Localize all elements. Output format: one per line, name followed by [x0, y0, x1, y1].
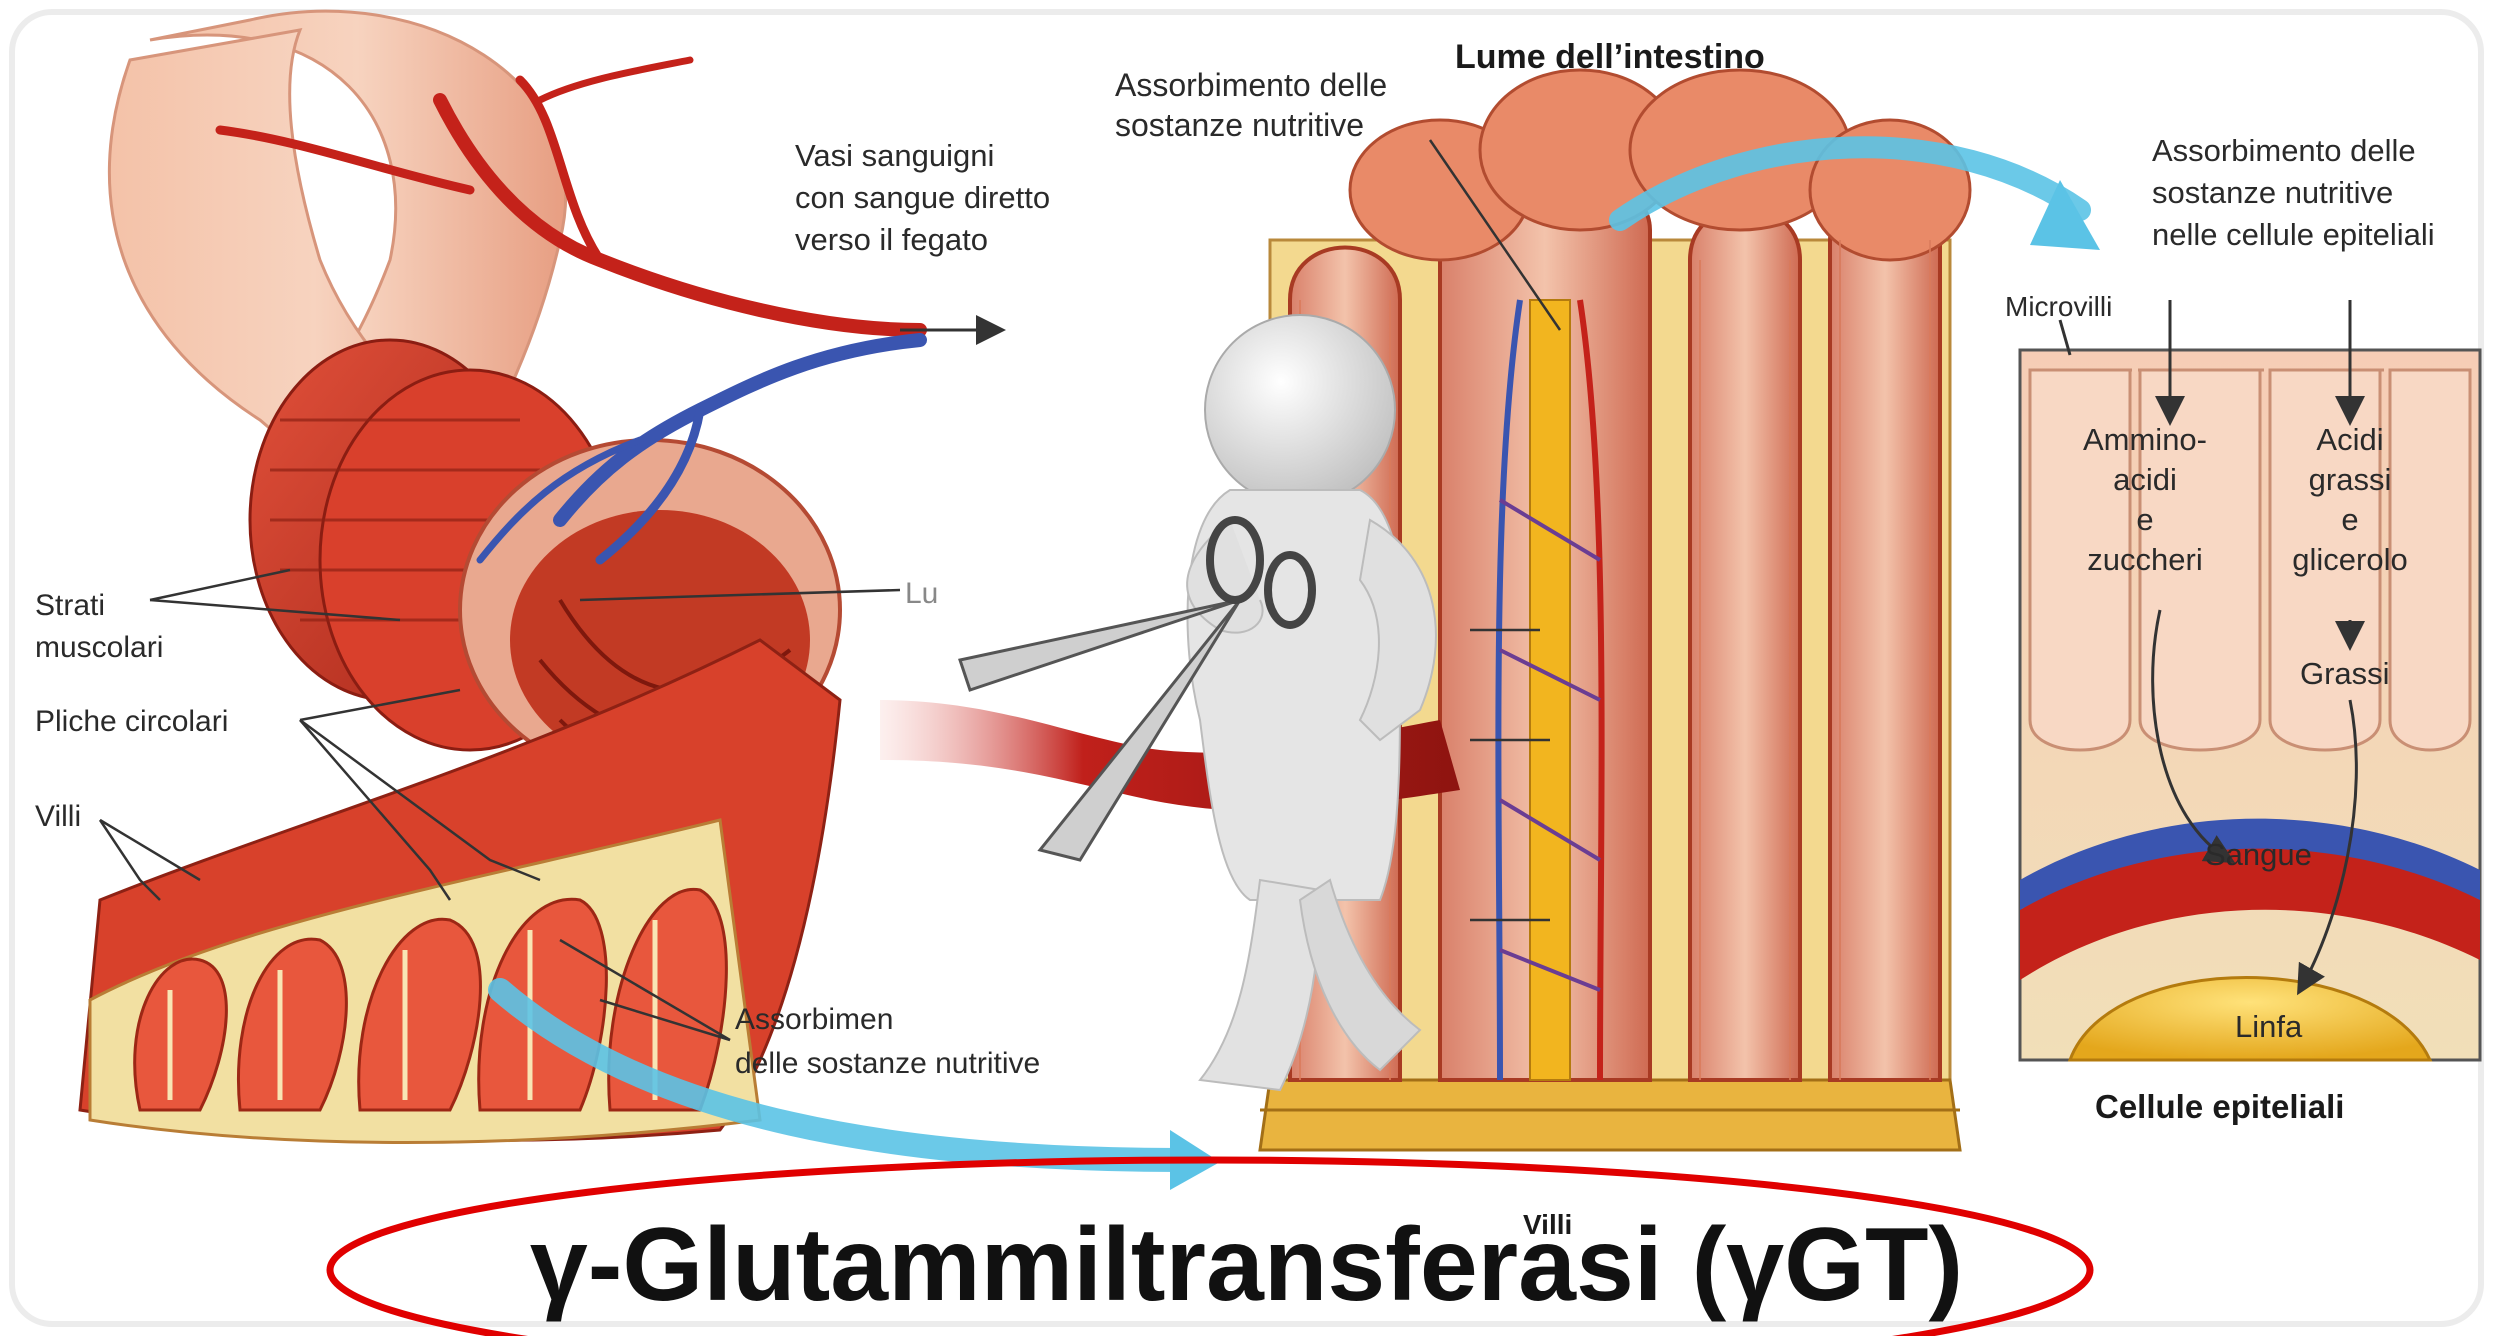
- label-lume-intestino: Lume dell’intestino: [1455, 35, 1765, 79]
- label-lume-small: Lu: [905, 572, 938, 616]
- label-linfa: Linfa: [2235, 1005, 2302, 1049]
- label-assorbimento-top: Assorbimento delle sostanze nutritive: [1115, 65, 1387, 145]
- label-sangue: Sangue: [2205, 833, 2312, 877]
- label-pliche-circolari: Pliche circolari: [35, 700, 228, 744]
- label-strati-muscolari: Strati muscolari: [35, 585, 163, 669]
- label-grassi: Grassi: [2300, 652, 2390, 696]
- label-villi-left: Villi: [35, 795, 81, 839]
- slide-title: γ-Glutammiltransferasi (γGT): [0, 1205, 2493, 1325]
- label-assorbimento-right: Assorbimento delle sostanze nutritive ne…: [2152, 130, 2435, 256]
- label-vasi-sanguigni: Vasi sanguigni con sangue diretto verso …: [795, 135, 1050, 261]
- label-microvilli: Microvilli: [2005, 285, 2112, 329]
- label-acidi-grassi-glicerolo: Acidi grassi e glicerolo: [2275, 420, 2425, 580]
- label-cellule-epiteliali: Cellule epiteliali: [2095, 1085, 2344, 1129]
- label-amminoacidi-zuccheri: Ammino- acidi e zuccheri: [2075, 420, 2215, 580]
- label-assorbimento-bottom: Assorbimen delle sostanze nutritive: [735, 998, 1040, 1086]
